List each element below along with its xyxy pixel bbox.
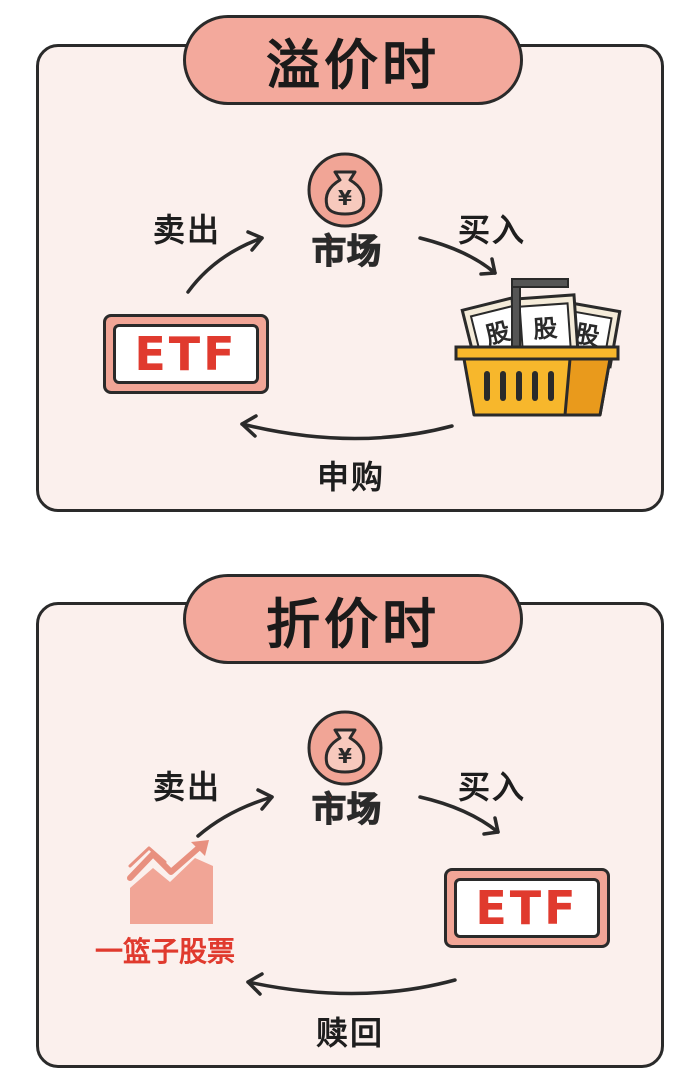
premium-etf-label: ETF bbox=[113, 324, 259, 384]
discount-panel bbox=[36, 602, 664, 1068]
discount-etf-card: ETF bbox=[444, 868, 610, 948]
discount-title: 折价时 bbox=[183, 574, 523, 664]
discount-etf-label: ETF bbox=[454, 878, 600, 938]
premium-market-label: 市场 bbox=[311, 231, 382, 273]
discount-buy-label: 买入 bbox=[458, 768, 527, 806]
discount-sell-label: 卖出 bbox=[153, 768, 222, 806]
currency-symbol: ¥ bbox=[338, 744, 352, 768]
shopping-basket-icon: 股 股 股 bbox=[454, 278, 622, 417]
discount-redeem-label: 赎回 bbox=[316, 1014, 385, 1052]
currency-symbol: ¥ bbox=[338, 186, 352, 210]
stock-card-label: 股 bbox=[532, 314, 558, 344]
premium-sell-label: 卖出 bbox=[153, 211, 222, 249]
premium-buy-label: 买入 bbox=[458, 211, 527, 249]
trend-chart-icon bbox=[127, 840, 213, 924]
premium-subscribe-label: 申购 bbox=[317, 458, 386, 496]
discount-market-label: 市场 bbox=[311, 789, 382, 831]
basket-of-stocks-label: 一篮子股票 bbox=[95, 935, 236, 968]
premium-title: 溢价时 bbox=[183, 15, 523, 105]
premium-etf-card: ETF bbox=[103, 314, 269, 394]
money-bag-icon: ¥ bbox=[307, 152, 383, 228]
money-bag-icon: ¥ bbox=[307, 710, 383, 786]
